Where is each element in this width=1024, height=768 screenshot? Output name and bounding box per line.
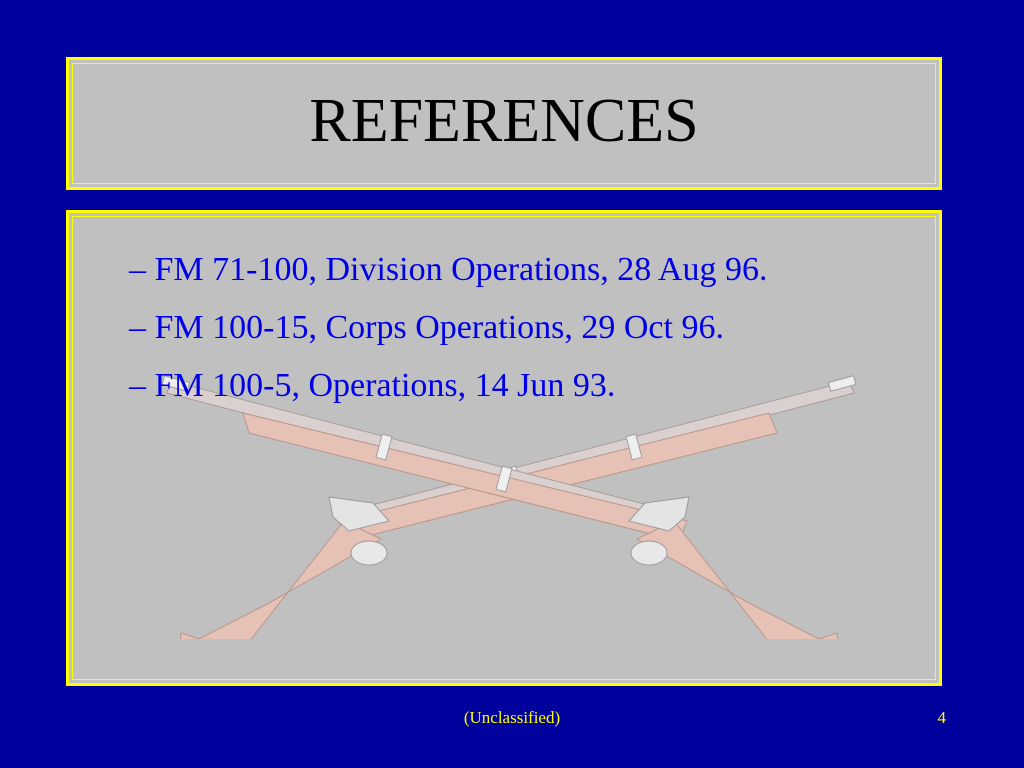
rifle-right-stock: [161, 375, 839, 639]
reference-list: – FM 71-100, Division Operations, 28 Aug…: [129, 241, 767, 415]
slide-title: REFERENCES: [309, 87, 699, 155]
reference-item: – FM 100-5, Operations, 14 Jun 93.: [129, 367, 616, 404]
page-number: 4: [937, 708, 947, 727]
title-panel: REFERENCES: [66, 57, 942, 190]
crossed-rifles-icon: [161, 375, 857, 639]
classification-label: (Unclassified): [463, 708, 561, 727]
reference-item: – FM 71-100, Division Operations, 28 Aug…: [129, 251, 768, 288]
content-panel: – FM 71-100, Division Operations, 28 Aug…: [66, 210, 942, 686]
reference-item: – FM 100-15, Corps Operations, 29 Oct 96…: [129, 309, 724, 346]
